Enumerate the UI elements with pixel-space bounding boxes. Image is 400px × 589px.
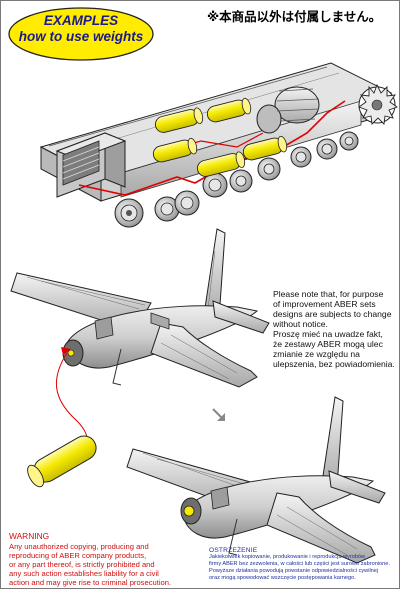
warning-line: or any part thereof, is strictly prohibi… bbox=[9, 560, 155, 569]
title-line-2: how to use weights bbox=[18, 29, 144, 44]
note-line: ulepszenia, bez powiadomienia. bbox=[273, 359, 395, 369]
warning-line: action and may give rise to criminal pro… bbox=[9, 578, 172, 587]
note-line: of improvement ABER sets bbox=[273, 299, 376, 309]
warning-block: WARNING Any unauthorized copying, produc… bbox=[9, 531, 209, 588]
warning-line: Any unauthorized copying, producing and bbox=[9, 542, 149, 551]
note-line: Please note that, for purpose bbox=[273, 289, 384, 299]
insertion-arrow bbox=[55, 352, 88, 445]
warning-title: WARNING bbox=[9, 531, 50, 541]
title-oval-badge bbox=[8, 7, 154, 61]
ostrzezenie-block: OSTRZEŻENIE Jakiekolwiek kopiowanie, pro… bbox=[209, 547, 399, 582]
ostrzezenie-line: firmy ABER bez zezwolenia, w całości lub… bbox=[209, 561, 390, 567]
note-line: że zestawy ABER mogą ulec bbox=[273, 339, 383, 349]
warning-line: reproducing of ABER company products, bbox=[9, 551, 147, 560]
note-line: designs are subjects to change bbox=[273, 309, 392, 319]
note-line: zmianie ze względu na bbox=[273, 349, 360, 359]
ostrzezenie-line: Jakiekolwiek kopiowanie, produkowanie i … bbox=[209, 554, 366, 560]
jp-notice: ※本商品以外は付属しません。 bbox=[207, 9, 382, 24]
design-change-note: Please note that, for purpose of improve… bbox=[273, 289, 399, 369]
note-line: Proszę mieć na uwadze fakt, bbox=[273, 329, 383, 339]
loose-weight bbox=[27, 435, 97, 488]
down-right-arrow-icon bbox=[212, 408, 225, 421]
insertion-arrow-head bbox=[61, 347, 71, 355]
warning-line: any such action establishes liability fo… bbox=[9, 569, 159, 578]
ostrzezenie-line: Powyższe działania powodują powstanie od… bbox=[209, 568, 379, 574]
examples-title: EXAMPLES how to use weights bbox=[11, 13, 151, 45]
road-wheels bbox=[114, 131, 359, 228]
aircraft-model-after bbox=[126, 396, 386, 564]
chassis-model bbox=[39, 62, 398, 202]
note-line: without notice. bbox=[273, 319, 328, 329]
ostrzezenie-title: OSTRZEŻENIE bbox=[209, 547, 258, 554]
weights-in-chassis bbox=[152, 97, 288, 177]
ostrzezenie-line: oraz mogą spowodować wszczęcie postępowa… bbox=[209, 575, 356, 581]
aircraft-model-before bbox=[10, 228, 270, 388]
title-line-1: EXAMPLES bbox=[43, 13, 119, 28]
